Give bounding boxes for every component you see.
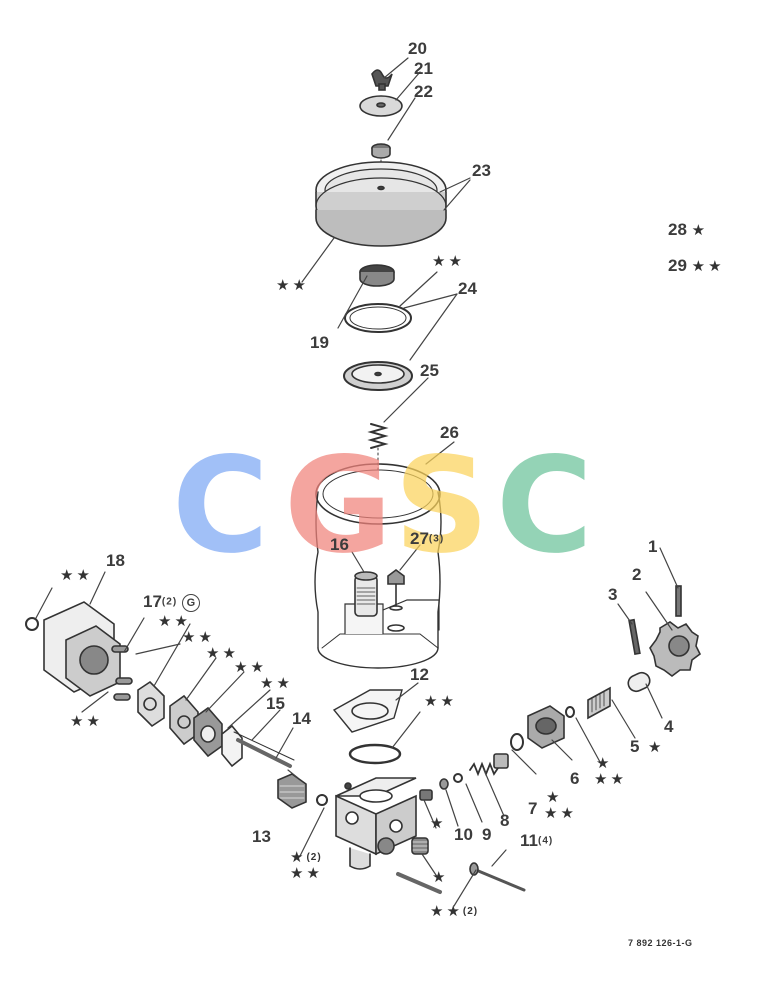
pins-part [111, 645, 133, 701]
one-star-washer-symbol: ★ [290, 849, 307, 866]
one-star-mark-plug: ★ [432, 869, 449, 886]
legend-number: 29 [668, 256, 687, 275]
one-star-mark-5: ★ [648, 739, 665, 756]
circled-g-mark: G [181, 593, 200, 612]
pump-base-block-part [335, 777, 417, 870]
watermark-letter-g: G [284, 429, 393, 583]
one-star-mark-washer: ★(2) [290, 850, 322, 865]
callout-1: 1 [648, 537, 658, 556]
gear-part [277, 773, 307, 809]
callout-11-number: 11 [520, 831, 538, 850]
callout-27-number: 27 [410, 529, 429, 548]
two-star-mark-plate-4: ★★ [234, 659, 267, 676]
cover-lid-part [315, 161, 447, 247]
filter-disc-part [343, 361, 413, 391]
callout-6: 6 [570, 769, 580, 788]
callout-11: 11(4) [520, 832, 553, 849]
valve-housing-part [527, 705, 575, 749]
adjuster-screw-part [587, 671, 651, 720]
bolt-qty: (2) [462, 906, 479, 918]
gasket-seal-part [359, 264, 395, 287]
watermark-letter-s: S [394, 429, 490, 583]
callout-20: 20 [408, 39, 427, 58]
callout-11-qty: (4) [537, 835, 554, 847]
legend-row-28: 28 ★ [668, 220, 708, 240]
callout-16: 16 [330, 535, 349, 554]
callout-26: 26 [440, 423, 459, 442]
two-star-mark-pins: ★★ [70, 713, 103, 730]
callout-15: 15 [266, 694, 285, 713]
legend-number: 28 [668, 220, 687, 239]
two-star-mark-7: ★★ [544, 805, 577, 822]
callout-22: 22 [414, 82, 433, 101]
plug-fitting-part [411, 837, 429, 855]
o-ring-part [344, 303, 412, 333]
o-ring-part [349, 306, 407, 330]
callout-27: 27(3) [410, 530, 444, 547]
two-star-mark-plate-5: ★★ [260, 675, 293, 692]
one-star-mark-6: ★ [596, 755, 613, 772]
callout-17-qty: (2) [161, 596, 178, 608]
callout-4: 4 [664, 717, 674, 736]
watermark-letter-c2: C [496, 429, 593, 583]
callout-8: 8 [500, 811, 510, 830]
callout-2: 2 [632, 565, 642, 584]
watermark-letter-c: C [172, 429, 269, 583]
legend-symbol: ★★ [691, 258, 725, 275]
callout-21: 21 [414, 59, 433, 78]
washer-part [359, 95, 403, 117]
callout-23: 23 [472, 161, 491, 180]
callout-27-qty: (3) [428, 533, 445, 545]
two-star-bolt-symbol: ★★ [430, 903, 463, 920]
check-valve-parts [419, 733, 524, 801]
one-star-mark-valve-10: ★ [430, 815, 447, 832]
leader-lines [35, 57, 679, 907]
callout-12: 12 [410, 665, 429, 684]
callout-9: 9 [482, 825, 492, 844]
two-star-mark-plate-1: ★★ [158, 613, 191, 630]
legend-symbol: ★ [691, 222, 709, 239]
callout-18: 18 [106, 551, 125, 570]
two-star-mark-bolt: ★★(2) [430, 904, 478, 919]
two-star-mark-lid: ★★ [276, 277, 309, 294]
callout-7: 7 [528, 799, 538, 818]
two-star-mark-oring: ★★ [432, 253, 465, 270]
o-ring-part [348, 743, 402, 765]
callout-17-number: 17 [143, 592, 162, 611]
pump-plates-part [137, 680, 243, 768]
callout-5: 5 [630, 737, 640, 756]
shaft-part [233, 731, 295, 768]
callout-25: 25 [420, 361, 439, 380]
callout-19: 19 [310, 333, 329, 352]
callout-14: 14 [292, 709, 311, 728]
washer-qty: (2) [306, 852, 322, 864]
two-star-mark-oring-base: ★★ [424, 693, 457, 710]
two-star-mark-6: ★★ [594, 771, 627, 788]
two-star-mark-washer: ★★ [290, 865, 323, 882]
bolt-part [396, 862, 526, 894]
two-star-mark-endcover: ★★ [60, 567, 93, 584]
two-star-mark-plate-3: ★★ [206, 645, 239, 662]
callout-24: 24 [458, 279, 477, 298]
callout-13: 13 [252, 827, 271, 846]
end-cover-part [25, 601, 121, 697]
one-star-mark-7: ★ [546, 789, 563, 806]
spring-part [367, 423, 389, 449]
reservoir-bowl-part [314, 463, 442, 669]
drawing-number: 7 892 126-1-G [628, 938, 693, 948]
legend-row-29: 29 ★★ [668, 256, 725, 276]
base-gasket-part [332, 689, 403, 733]
callout-17: 17(2) G [143, 593, 200, 612]
callout-10: 10 [454, 825, 473, 844]
wing-nut-part [371, 69, 393, 91]
knob-part [628, 585, 702, 677]
callout-3: 3 [608, 585, 618, 604]
knob-insert-part [371, 143, 391, 159]
two-star-mark-plate-2: ★★ [182, 629, 215, 646]
small-washer-part [316, 794, 328, 806]
